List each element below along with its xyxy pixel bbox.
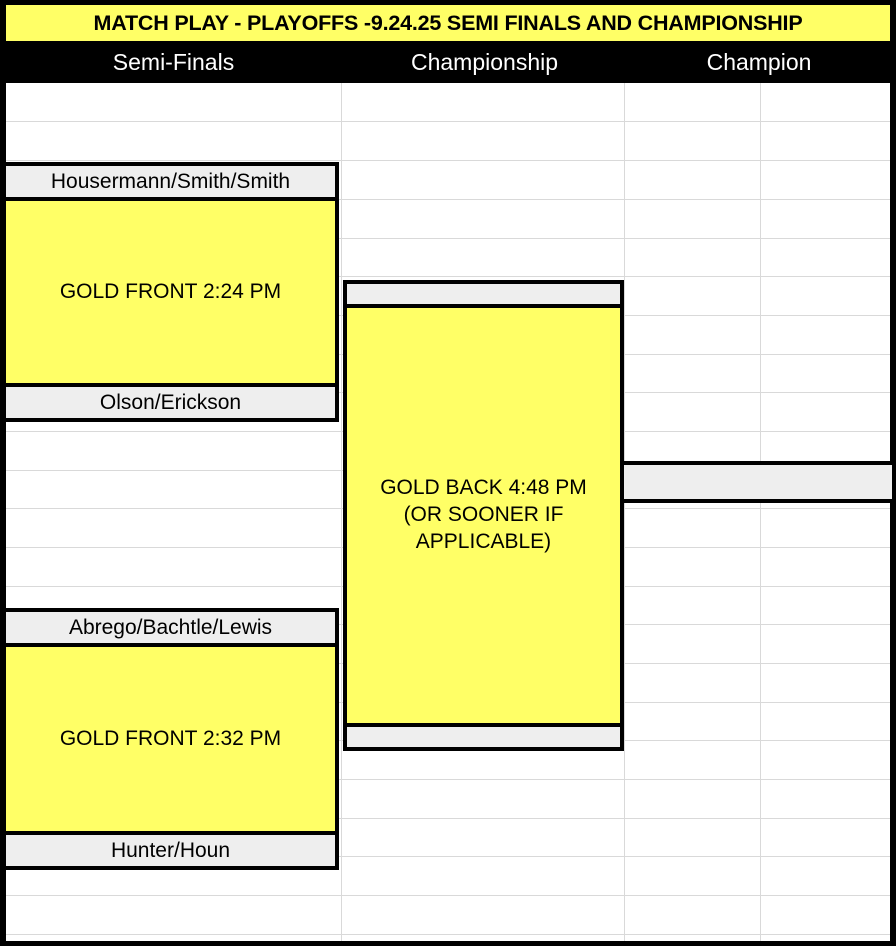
gridline-row-22 xyxy=(6,934,890,935)
semi-final-1-bottom-team-label: Olson/Erickson xyxy=(99,390,242,414)
championship-match-label: GOLD BACK 4:48 PM (OR SOONER IF APPLICAB… xyxy=(374,475,593,556)
column-header-semi-finals: Semi-Finals xyxy=(112,48,235,75)
championship-match-line-3: APPLICABLE) xyxy=(415,529,552,553)
gridline-row-18 xyxy=(6,779,890,780)
semi-final-2-top-team-label: Abrego/Bachtle/Lewis xyxy=(68,615,273,639)
frame-bottom-border xyxy=(0,941,896,946)
gridline-col-championship xyxy=(624,83,625,941)
champion-slot[interactable] xyxy=(624,461,892,503)
gridline-row-5 xyxy=(6,276,890,277)
semi-final-1-match[interactable]: GOLD FRONT 2:24 PM xyxy=(2,201,339,383)
frame-right-border xyxy=(890,0,896,946)
championship-bottom-team[interactable] xyxy=(343,723,624,751)
semi-final-1-bottom-team[interactable]: Olson/Erickson xyxy=(2,383,339,422)
semi-final-2-bottom-team-label: Hunter/Houn xyxy=(110,838,231,862)
semi-final-1-match-label: GOLD FRONT 2:24 PM xyxy=(59,279,282,303)
gridline-row-3 xyxy=(6,199,890,200)
semi-final-1-top-team-label: Housermann/Smith/Smith xyxy=(50,169,291,193)
championship-match[interactable]: GOLD BACK 4:48 PM (OR SOONER IF APPLICAB… xyxy=(343,308,624,723)
championship-match-line-1: GOLD BACK 4:48 PM xyxy=(380,476,587,500)
column-header-champion: Champion xyxy=(706,48,812,75)
gridline-row-20 xyxy=(6,856,890,857)
semi-final-2-top-team[interactable]: Abrego/Bachtle/Lewis xyxy=(2,608,339,647)
gridline-col-semi-finals xyxy=(341,83,342,941)
semi-final-2-match-label: GOLD FRONT 2:32 PM xyxy=(59,726,282,750)
gridline-row-1 xyxy=(6,121,890,122)
gridline-row-2 xyxy=(6,160,890,161)
gridline-col-champion xyxy=(760,83,761,941)
semi-final-2-match[interactable]: GOLD FRONT 2:32 PM xyxy=(2,647,339,831)
frame-left-border xyxy=(0,0,6,946)
column-header-championship: Championship xyxy=(410,48,559,75)
championship-top-team[interactable] xyxy=(343,280,624,308)
gridline-row-4 xyxy=(6,238,890,239)
semi-final-1-top-team[interactable]: Housermann/Smith/Smith xyxy=(2,162,339,201)
gridline-row-21 xyxy=(6,895,890,896)
column-header-row: Semi-Finals Championship Champion xyxy=(0,41,896,122)
semi-final-2-bottom-team[interactable]: Hunter/Houn xyxy=(2,831,339,870)
championship-match-line-2: (OR SOONER IF xyxy=(403,503,564,527)
page-title: MATCH PLAY - PLAYOFFS -9.24.25 SEMI FINA… xyxy=(93,10,803,35)
frame-top-border xyxy=(0,0,896,5)
bracket-title-banner: MATCH PLAY - PLAYOFFS -9.24.25 SEMI FINA… xyxy=(6,5,890,41)
gridline-row-19 xyxy=(6,818,890,819)
